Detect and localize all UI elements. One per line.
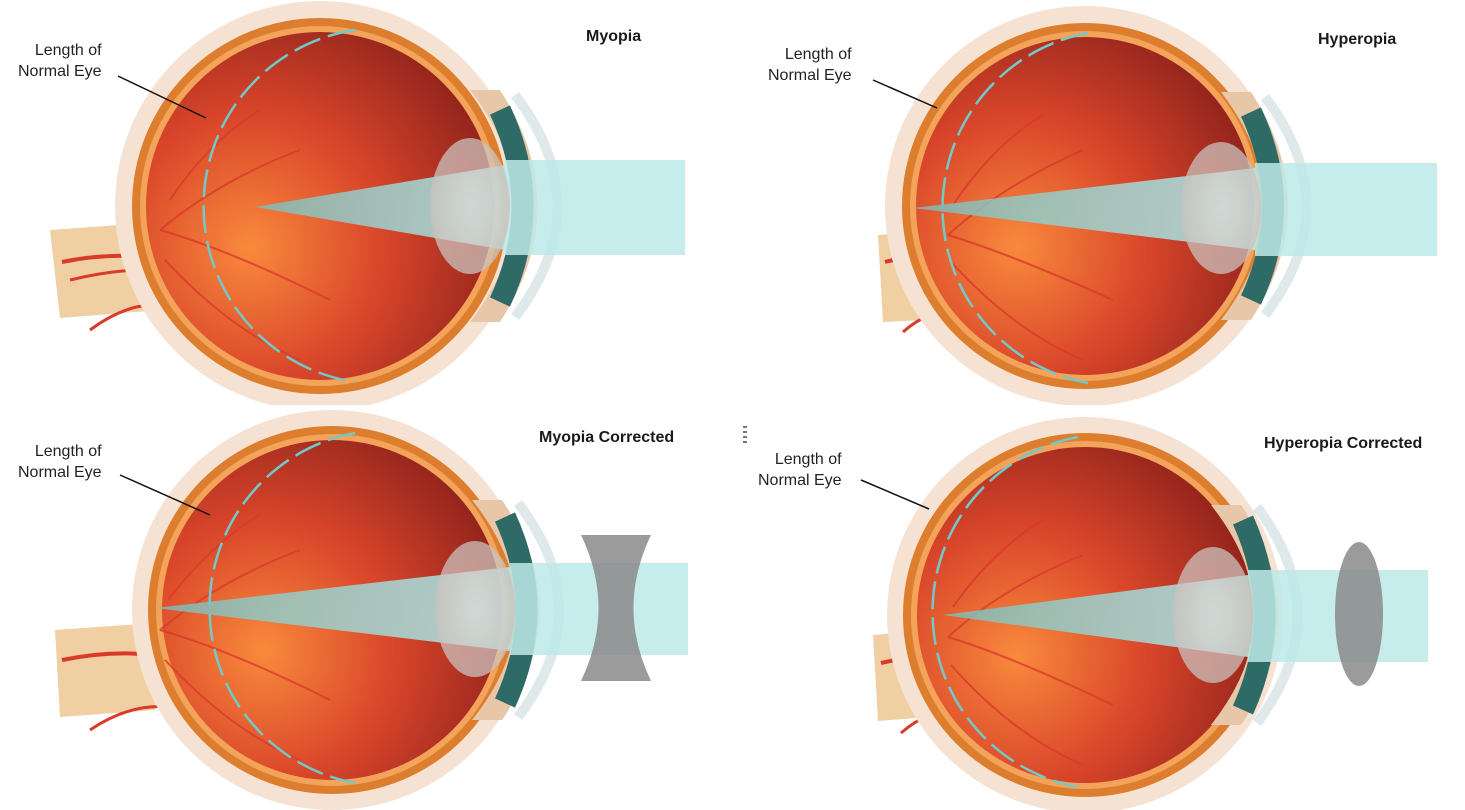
normal-eye-callout: Length of Normal Eye (18, 40, 102, 82)
panel-myopia-corrected: Myopia Corrected Length of Normal Eye (0, 405, 732, 810)
divider-mark (743, 426, 747, 454)
myopia-corrected-eye-illustration (0, 405, 732, 810)
panel-hyperopia-corrected: Hyperopia Corrected Length of Normal Eye (733, 405, 1465, 810)
normal-eye-callout: Length of Normal Eye (758, 449, 842, 491)
callout-line-2: Normal Eye (768, 65, 852, 86)
callout-line-2: Normal Eye (758, 470, 842, 491)
callout-line (861, 480, 929, 509)
panel-title: Hyperopia Corrected (1264, 435, 1422, 453)
callout-line-1: Length of (18, 441, 102, 462)
callout-line-2: Normal Eye (18, 462, 102, 483)
convex-corrective-lens (1335, 542, 1383, 686)
light-beam (505, 160, 685, 255)
normal-eye-callout: Length of Normal Eye (18, 441, 102, 483)
panel-title: Myopia Corrected (539, 429, 674, 447)
panel-title: Hyperopia (1318, 31, 1396, 49)
hyperopia-corrected-eye-illustration (733, 405, 1465, 810)
panel-title: Myopia (586, 28, 641, 46)
light-beam (1255, 163, 1437, 256)
panel-myopia: Myopia Length of Normal Eye (0, 0, 732, 405)
callout-line-2: Normal Eye (18, 61, 102, 82)
myopia-eye-illustration (0, 0, 732, 405)
eye-lens (435, 541, 515, 677)
eye-lens (1181, 142, 1261, 274)
callout-line-1: Length of (768, 44, 852, 65)
normal-eye-callout: Length of Normal Eye (768, 44, 852, 86)
callout-line-1: Length of (758, 449, 842, 470)
eye-lens (430, 138, 510, 274)
eye-lens (1173, 547, 1253, 683)
callout-line-1: Length of (18, 40, 102, 61)
panel-hyperopia: Hyperopia Length of Normal Eye (733, 0, 1465, 405)
